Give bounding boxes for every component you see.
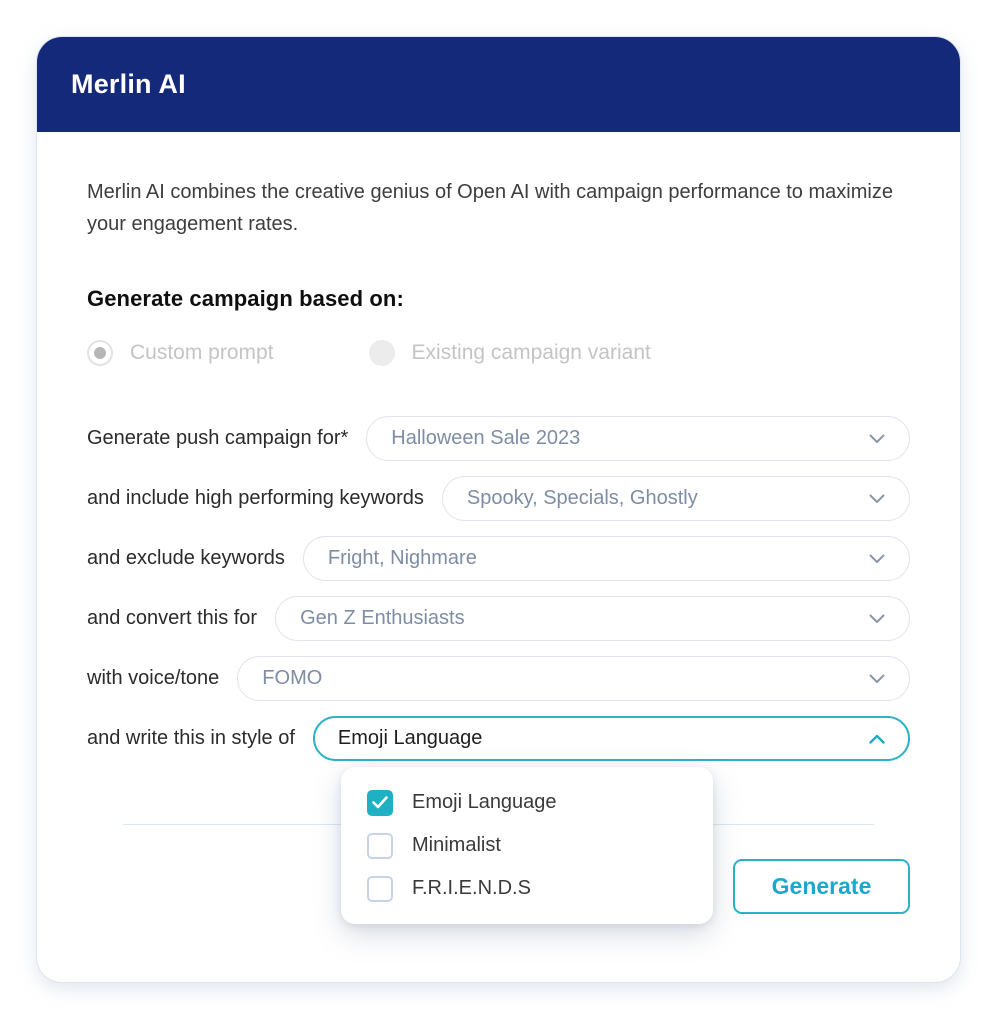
modal-description: Merlin AI combines the creative genius o… bbox=[87, 181, 893, 235]
row-label: Generate push campaign for* bbox=[87, 427, 349, 449]
select-value: Spooky, Specials, Ghostly bbox=[466, 487, 698, 509]
section-heading: Generate campaign based on: bbox=[87, 286, 404, 311]
campaign-form: Generate push campaign for* Halloween Sa… bbox=[87, 416, 910, 761]
radio-option-custom-prompt[interactable]: Custom prompt bbox=[87, 340, 274, 366]
voice-tone-select[interactable]: FOMO bbox=[237, 656, 910, 701]
style-dropdown-panel: Emoji Language Minimalist F.R.I.E.N.D.S bbox=[341, 767, 713, 924]
row-label: with voice/tone bbox=[87, 667, 220, 689]
merlin-ai-modal: Merlin AI Merlin AI combines the creativ… bbox=[36, 36, 961, 983]
radio-option-label: Custom prompt bbox=[130, 341, 274, 364]
campaign-select[interactable]: Halloween Sale 2023 bbox=[366, 416, 910, 461]
include-keywords-select[interactable]: Spooky, Specials, Ghostly bbox=[441, 476, 910, 521]
audience-select[interactable]: Gen Z Enthusiasts bbox=[275, 596, 910, 641]
modal-header: Merlin AI bbox=[37, 37, 960, 132]
modal-body: Merlin AI combines the creative genius o… bbox=[37, 176, 960, 761]
form-row-exclude-keywords: and exclude keywords Fright, Nighmare bbox=[87, 536, 910, 581]
checkbox-unchecked-icon[interactable] bbox=[367, 875, 393, 902]
chevron-up-icon bbox=[869, 734, 885, 744]
chevron-down-icon bbox=[869, 554, 885, 564]
row-label: and convert this for bbox=[87, 607, 258, 629]
dropdown-option-emoji-language[interactable]: Emoji Language bbox=[341, 781, 713, 824]
row-label: and exclude keywords bbox=[87, 547, 285, 569]
select-value: Emoji Language bbox=[337, 727, 483, 749]
chevron-down-icon bbox=[869, 434, 885, 444]
radio-unselected-icon bbox=[368, 340, 395, 366]
dropdown-option-label: Emoji Language bbox=[412, 791, 557, 813]
form-row-campaign: Generate push campaign for* Halloween Sa… bbox=[87, 416, 910, 461]
radio-option-label: Existing campaign variant bbox=[411, 341, 651, 364]
radio-option-existing-campaign-variant[interactable]: Existing campaign variant bbox=[368, 340, 651, 366]
dropdown-option-label: F.R.I.E.N.D.S bbox=[412, 877, 531, 899]
form-row-audience: and convert this for Gen Z Enthusiasts bbox=[87, 596, 910, 641]
row-label: and include high performing keywords bbox=[87, 487, 424, 509]
modal-title: Merlin AI bbox=[71, 69, 186, 99]
checkbox-checked-icon[interactable] bbox=[367, 789, 393, 816]
exclude-keywords-select[interactable]: Fright, Nighmare bbox=[302, 536, 910, 581]
dropdown-option-label: Minimalist bbox=[412, 834, 501, 856]
style-select[interactable]: Emoji Language bbox=[312, 716, 910, 761]
select-value: Halloween Sale 2023 bbox=[391, 427, 581, 449]
generate-button[interactable]: Generate bbox=[733, 859, 910, 914]
dropdown-option-minimalist[interactable]: Minimalist bbox=[341, 824, 713, 867]
chevron-down-icon bbox=[869, 614, 885, 624]
radio-selected-icon bbox=[87, 340, 113, 366]
dropdown-option-friends[interactable]: F.R.I.E.N.D.S bbox=[341, 867, 713, 910]
row-label: and write this in style of bbox=[87, 727, 295, 749]
form-row-style: and write this in style of Emoji Languag… bbox=[87, 716, 910, 761]
select-value: FOMO bbox=[262, 667, 323, 689]
form-row-voice-tone: with voice/tone FOMO bbox=[87, 656, 910, 701]
chevron-down-icon bbox=[869, 494, 885, 504]
select-value: Fright, Nighmare bbox=[327, 547, 477, 569]
chevron-down-icon bbox=[869, 674, 885, 684]
campaign-source-radio-group: Custom prompt Existing campaign variant bbox=[87, 336, 910, 370]
checkbox-unchecked-icon[interactable] bbox=[367, 832, 393, 859]
form-row-include-keywords: and include high performing keywords Spo… bbox=[87, 476, 910, 521]
select-value: Gen Z Enthusiasts bbox=[300, 607, 465, 629]
